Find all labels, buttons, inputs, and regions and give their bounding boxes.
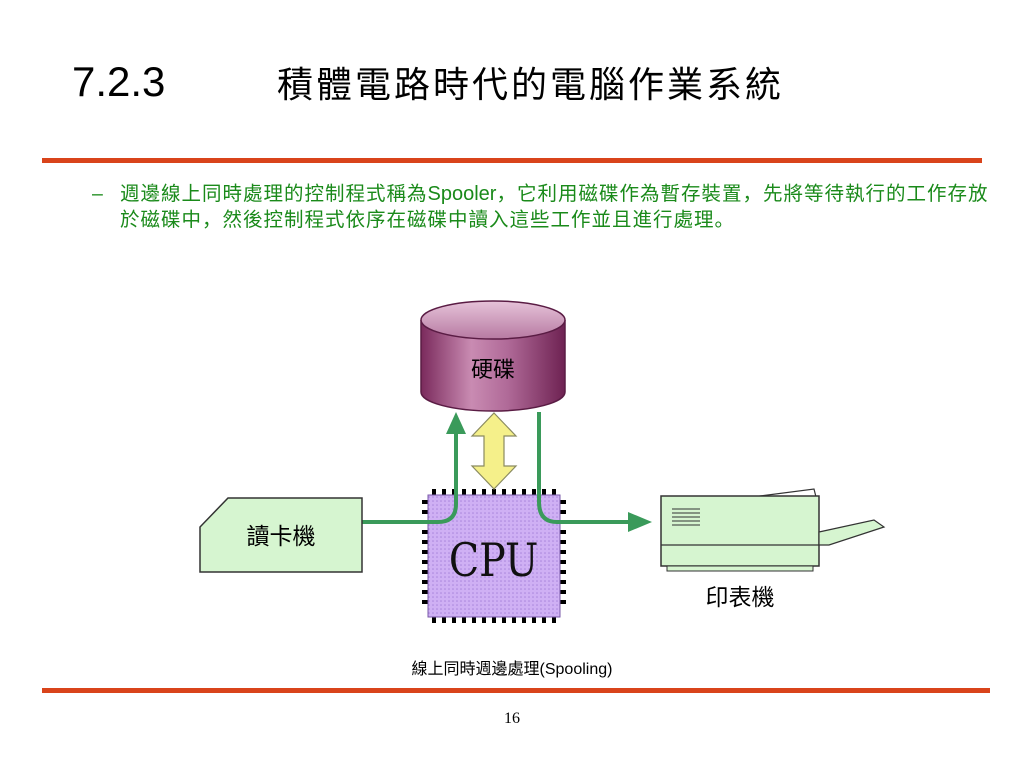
- bullet-dash: –: [92, 183, 103, 205]
- bullet-point: – 週邊線上同時處理的控制程式稱為Spooler，它利用磁碟作為暫存裝置，先將等…: [92, 181, 1002, 233]
- cpu-pins-left: [422, 500, 428, 604]
- bottom-divider: [42, 688, 990, 693]
- diagram-caption: 線上同時週邊處理(Spooling): [0, 655, 1024, 679]
- flow-arrowhead-right: [628, 512, 652, 532]
- cpu-label: CPU: [449, 534, 539, 588]
- cpu-pins-bottom: [432, 617, 556, 623]
- title-text: 積體電路時代的電腦作業系統: [277, 65, 785, 106]
- bullet-text-part2: ，它利用磁碟作為暫存裝置，先將等待執行的工作存放於磁碟中，然後控制程式依序在磁碟…: [120, 182, 989, 231]
- flow-reader-to-disk: [362, 432, 458, 524]
- flow-arrowhead-up: [446, 412, 466, 434]
- flow-disk-to-printer: [537, 412, 630, 524]
- bullet-text-part1: 週邊線上同時處理的控制程式稱為: [120, 182, 428, 205]
- section-number: 7.2.3: [72, 58, 166, 105]
- double-arrow: [470, 412, 518, 490]
- bullet-text: 週邊線上同時處理的控制程式稱為Spooler，它利用磁碟作為暫存裝置，先將等待執…: [120, 181, 1002, 233]
- slide-title: 7.2.3 積體電路時代的電腦作業系統: [72, 52, 784, 112]
- printer-label: 印表機: [706, 585, 775, 611]
- page-number: 16: [504, 710, 520, 727]
- cpu-pins-top: [432, 489, 556, 495]
- caption-text: 線上同時週邊處理: [411, 659, 540, 678]
- hard-disk: 硬碟: [420, 300, 566, 412]
- cpu-pins-right: [560, 500, 566, 604]
- printer-icon: [660, 488, 886, 572]
- disk-label: 硬碟: [471, 358, 515, 383]
- card-reader: 讀卡機: [199, 497, 363, 573]
- card-reader-label: 讀卡機: [247, 524, 316, 550]
- bullet-spooler: Spooler: [427, 183, 497, 205]
- cpu-chip: CPU: [422, 489, 566, 623]
- top-divider: [42, 158, 982, 163]
- caption-latin: (Spooling): [539, 661, 613, 678]
